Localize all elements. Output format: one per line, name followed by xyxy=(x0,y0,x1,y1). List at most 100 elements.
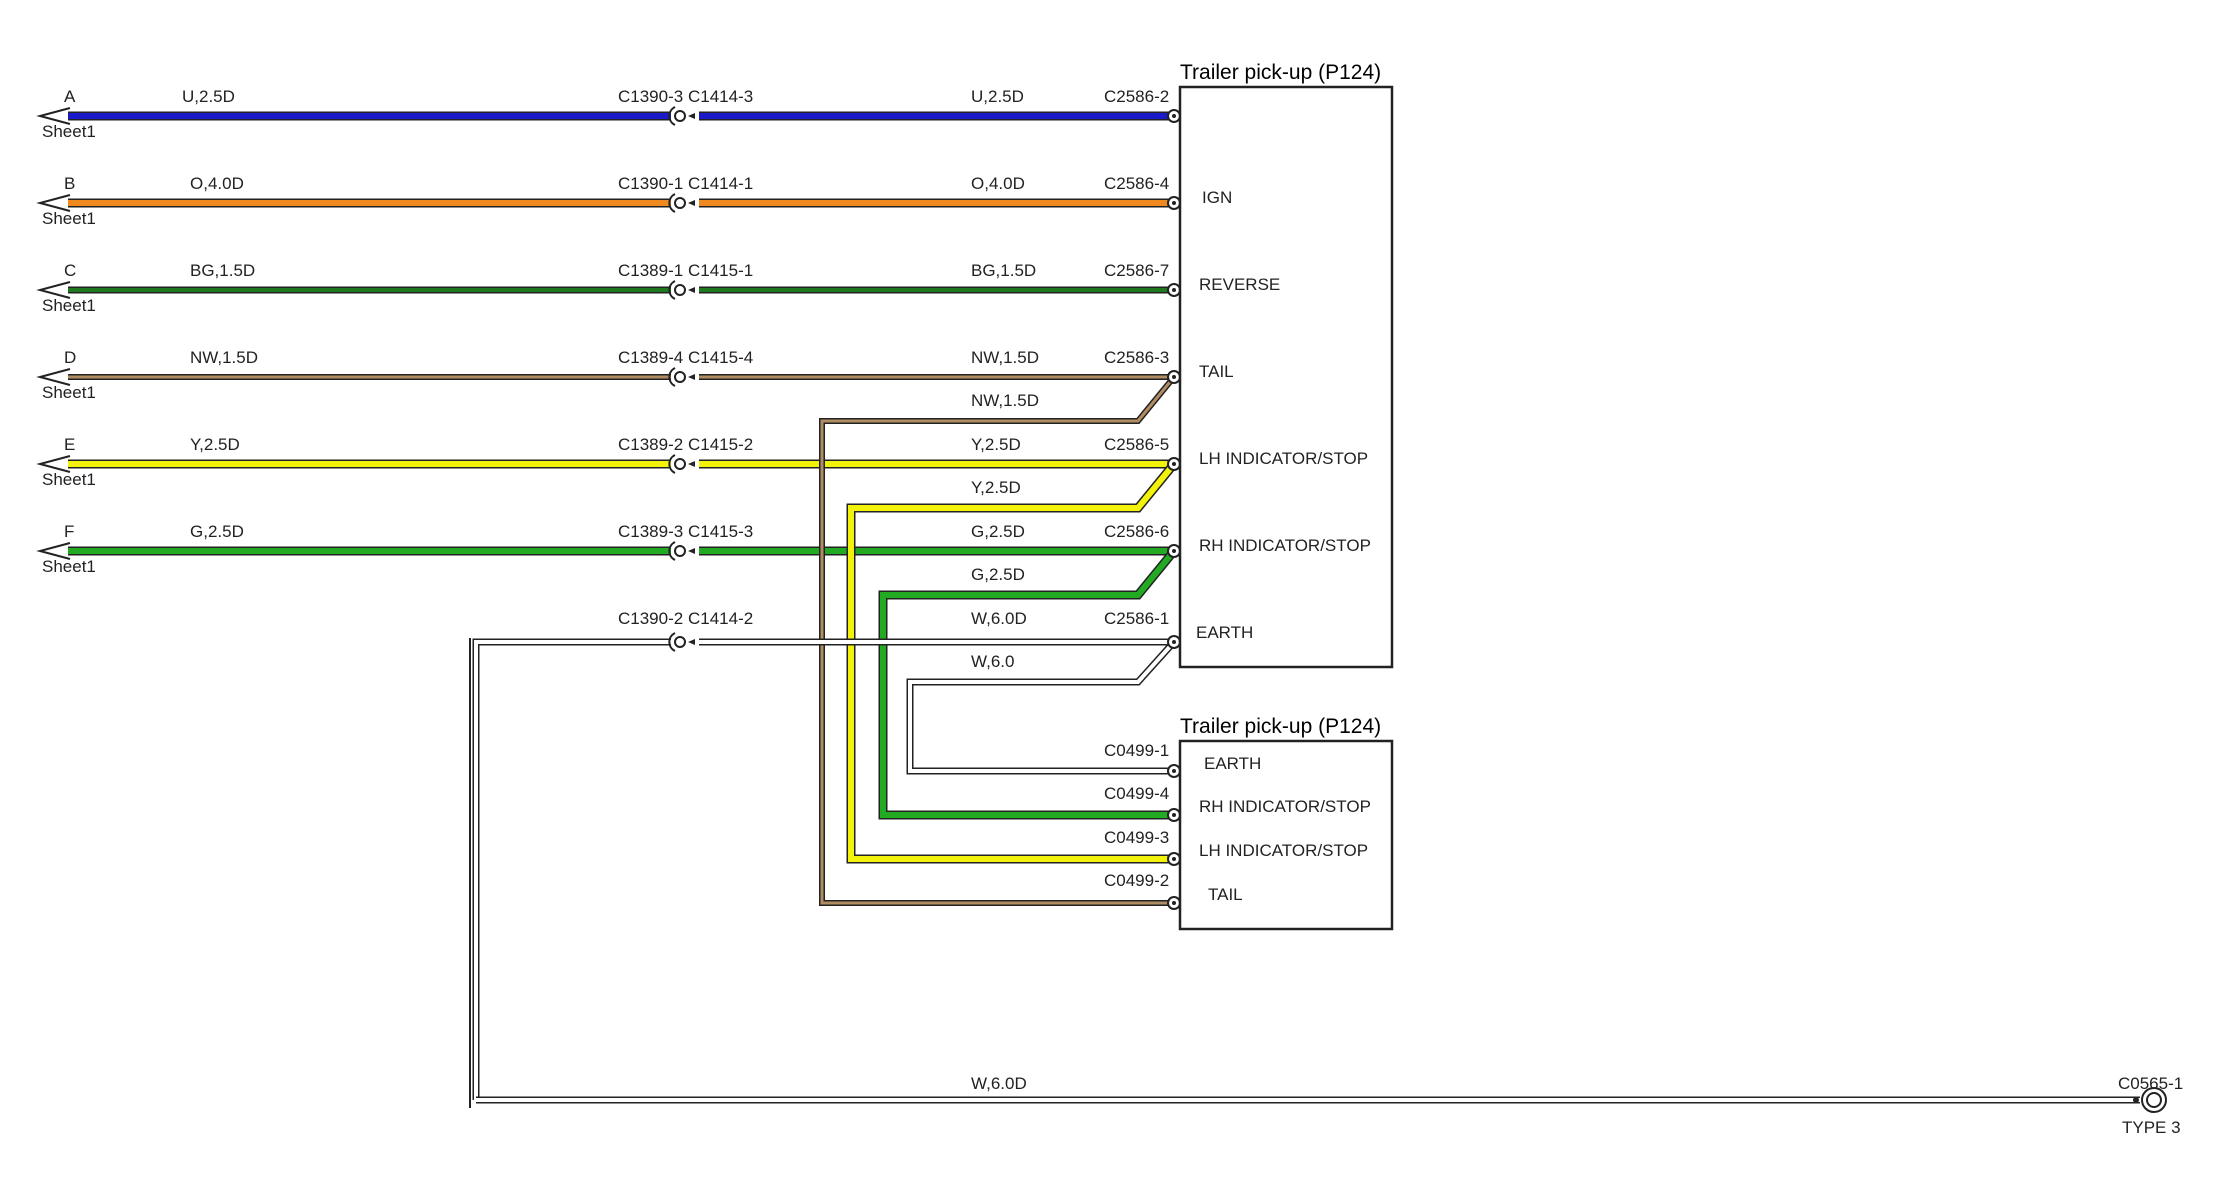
wire-letter: E xyxy=(64,435,75,454)
inline-connector-6-arrow xyxy=(688,548,695,554)
wire-row-f[interactable]: F Sheet1 G,2.5D C1389-3 C1415-3 G,2.5D C… xyxy=(42,522,1169,576)
branch-terminal-rh: C0499-4 xyxy=(1104,784,1169,803)
offsheet-arrow-2 xyxy=(36,194,71,212)
terminal-c2586-1-dot xyxy=(1172,640,1176,644)
branch-spec-tail: NW,1.5D xyxy=(971,391,1039,410)
terminal-id: C2586-2 xyxy=(1104,87,1169,106)
pin-label-lh-indicator: LH INDICATOR/STOP xyxy=(1199,449,1368,468)
wire-spec-right: BG,1.5D xyxy=(971,261,1036,280)
connector-id-left: C1390-3 xyxy=(618,87,683,106)
wire-spec-right: W,6.0D xyxy=(971,609,1027,628)
wire-spec-left: O,4.0D xyxy=(190,174,244,193)
terminal-1-dot xyxy=(1172,114,1176,118)
sheet-ref: Sheet1 xyxy=(42,209,96,228)
branch-spec-earth: W,6.0 xyxy=(971,652,1014,671)
module-main-box xyxy=(1178,85,1394,669)
ground-eyelet-inner xyxy=(2146,1092,2162,1108)
wire-traces xyxy=(68,111,2140,1104)
terminal-3-dot xyxy=(1172,288,1176,292)
sheet-ref: Sheet1 xyxy=(42,383,96,402)
wire-spec-right: NW,1.5D xyxy=(971,348,1039,367)
branch-trace-earth xyxy=(908,640,1176,773)
pin-label-earth-2: EARTH xyxy=(1204,754,1261,773)
inline-connector-1-pin xyxy=(674,110,686,122)
pin-label-lh-indicator-2: LH INDICATOR/STOP xyxy=(1199,841,1368,860)
pin-label-tail-2: TAIL xyxy=(1208,885,1243,904)
inline-connector-1-arrow xyxy=(688,113,695,119)
terminal-id: C2586-5 xyxy=(1104,435,1169,454)
module-secondary-title: Trailer pick-up (P124) xyxy=(1180,715,1381,738)
inline-connector-4-arrow xyxy=(688,374,695,380)
connector-id-left: C1389-4 xyxy=(618,348,683,367)
terminal-c0499-3-dot xyxy=(1172,857,1176,861)
earth-trace-left-outline xyxy=(472,638,671,1100)
connector-id-left: C1389-2 xyxy=(618,435,683,454)
pin-label-tail: TAIL xyxy=(1199,362,1234,381)
inline-connector-earth-pin xyxy=(674,636,686,648)
connector-id-right: C1414-1 xyxy=(688,174,753,193)
trailer-pickup-module-main[interactable]: Trailer pick-up (P124) IGN REVERSE TAIL … xyxy=(1178,61,1394,669)
ground-terminal-id: C0565-1 xyxy=(2118,1074,2183,1093)
connector-id-left: C1389-1 xyxy=(618,261,683,280)
wire-row-e[interactable]: E Sheet1 Y,2.5D C1389-2 C1415-2 Y,2.5D C… xyxy=(42,435,1169,489)
wire-spec-right: G,2.5D xyxy=(971,522,1025,541)
pin-label-rh-indicator: RH INDICATOR/STOP xyxy=(1199,536,1371,555)
wire-row-c[interactable]: C Sheet1 BG,1.5D C1389-1 C1415-1 BG,1.5D… xyxy=(42,261,1169,315)
inline-connector-2-arrow xyxy=(688,200,695,206)
connector-id-right: C1415-2 xyxy=(688,435,753,454)
wire-spec-right: U,2.5D xyxy=(971,87,1024,106)
pin-label-reverse: REVERSE xyxy=(1199,275,1280,294)
terminal-5-dot xyxy=(1172,462,1176,466)
branch-spec-lh: Y,2.5D xyxy=(971,478,1021,497)
offsheet-arrow-4 xyxy=(36,368,71,386)
connector-id-right: C1415-1 xyxy=(688,261,753,280)
connector-id-left: C1389-3 xyxy=(618,522,683,541)
offsheet-arrow-6 xyxy=(36,542,71,560)
pin-label-earth: EARTH xyxy=(1196,623,1253,642)
inline-connector-2-pin xyxy=(674,197,686,209)
offsheet-arrow-3 xyxy=(36,281,71,299)
inline-connector-earth-arrow xyxy=(688,639,695,645)
inline-connector-4-pin xyxy=(674,371,686,383)
module-secondary-box xyxy=(1178,739,1394,931)
terminal-c0499-2-dot xyxy=(1172,901,1176,905)
branch-spec-rh: G,2.5D xyxy=(971,565,1025,584)
ground-wire-spec: W,6.0D xyxy=(971,1074,1027,1093)
wire-row-earth[interactable]: C1390-2 C1414-2 W,6.0D C2586-1 xyxy=(618,609,1169,628)
wire-spec-right: O,4.0D xyxy=(971,174,1025,193)
terminal-id: C2586-6 xyxy=(1104,522,1169,541)
wire-spec-left: U,2.5D xyxy=(182,87,235,106)
pin-label-ign: IGN xyxy=(1202,188,1232,207)
ground-terminal-dot xyxy=(2133,1097,2139,1103)
inline-connector-5-socket xyxy=(668,454,676,474)
branch-terminal-earth: C0499-1 xyxy=(1104,741,1169,760)
connector-id-right: C1415-3 xyxy=(688,522,753,541)
ground-type: TYPE 3 xyxy=(2122,1118,2181,1137)
wire-letter: B xyxy=(64,174,75,193)
inline-connector-6-socket xyxy=(668,541,676,561)
terminal-6-dot xyxy=(1172,549,1176,553)
branch-trace-lh xyxy=(848,462,1177,862)
connector-id-left: C1390-2 xyxy=(618,609,683,628)
inline-connector-2-socket xyxy=(668,193,676,213)
wire-spec-left: BG,1.5D xyxy=(190,261,255,280)
terminal-4-dot xyxy=(1172,375,1176,379)
branch-terminal-tail: C0499-2 xyxy=(1104,871,1169,890)
inline-connector-4-socket xyxy=(668,367,676,387)
inline-connector-1-socket xyxy=(668,106,676,126)
branch-trace-rh xyxy=(880,549,1177,818)
connector-id-right: C1414-2 xyxy=(688,609,753,628)
inline-connector-3-socket xyxy=(668,280,676,300)
terminal-c0499-4-dot xyxy=(1172,813,1176,817)
wire-row-a[interactable]: A Sheet1 U,2.5D C1390-3 C1414-3 U,2.5D C… xyxy=(42,87,1169,141)
wire-row-d[interactable]: D Sheet1 NW,1.5D C1389-4 C1415-4 NW,1.5D… xyxy=(42,348,1169,402)
terminal-id: C2586-1 xyxy=(1104,609,1169,628)
wire-spec-left: Y,2.5D xyxy=(190,435,240,454)
inline-connector-5-arrow xyxy=(688,461,695,467)
branch-terminal-lh: C0499-3 xyxy=(1104,828,1169,847)
wire-row-b[interactable]: B Sheet1 O,4.0D C1390-1 C1414-1 O,4.0D C… xyxy=(42,174,1169,228)
trailer-pickup-module-secondary[interactable]: Trailer pick-up (P124) EARTH RH INDICATO… xyxy=(1178,715,1394,931)
connector-id-right: C1415-4 xyxy=(688,348,753,367)
wire-letter: F xyxy=(64,522,74,541)
